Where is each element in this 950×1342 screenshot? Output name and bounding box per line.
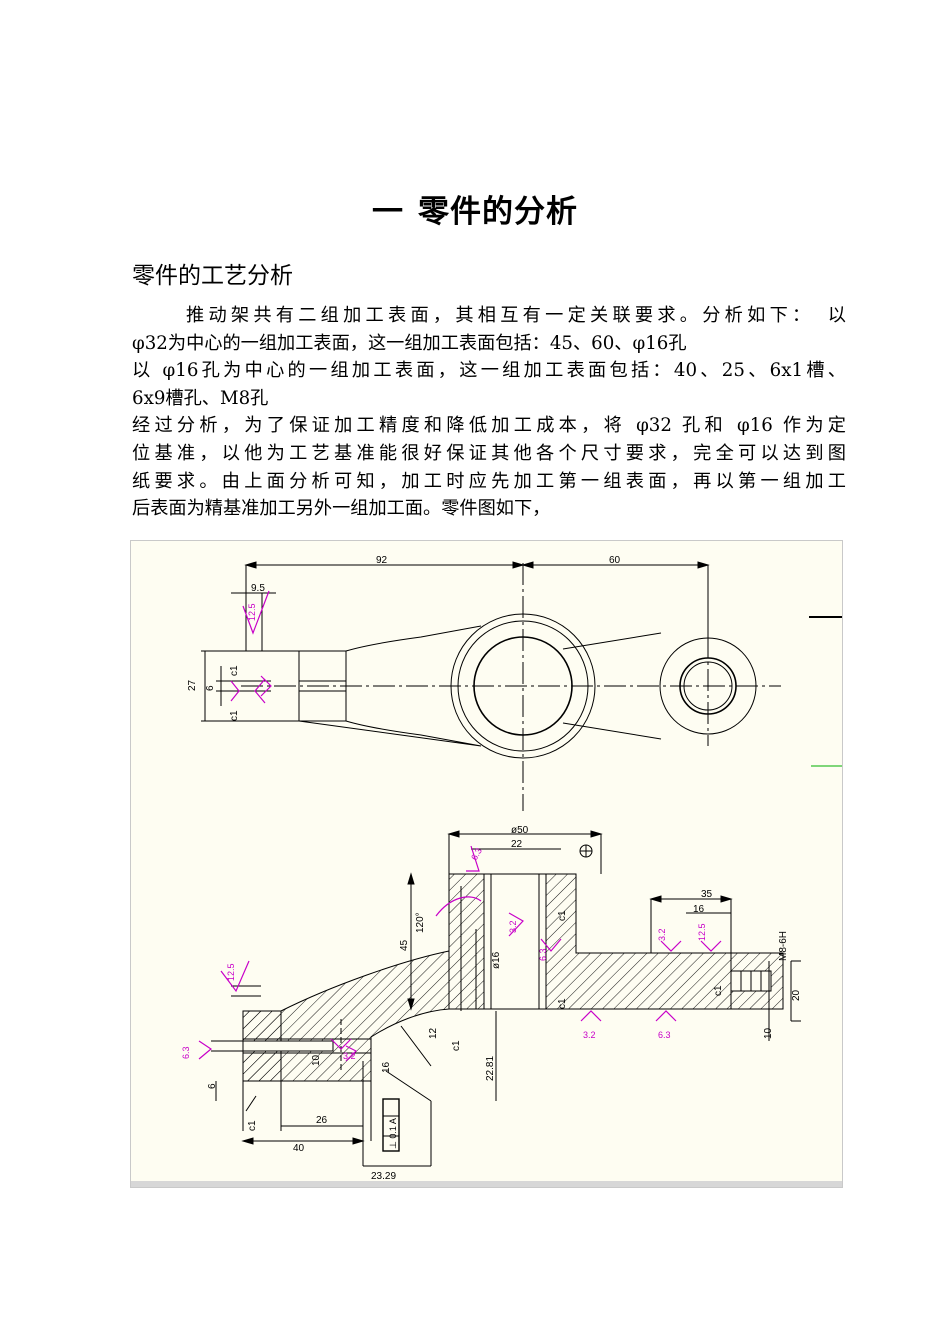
figure-border	[131, 1181, 842, 1187]
bore-phi32	[473, 636, 573, 736]
subsection-heading: 零件的工艺分析	[132, 263, 293, 289]
roughness-symbol: 6.3	[538, 938, 562, 961]
chamfer-c1: c1	[229, 710, 240, 721]
dim-6: 6	[205, 685, 216, 691]
section-title: 零件的分析	[418, 194, 578, 230]
roughness-symbol: 3.2	[508, 912, 524, 937]
dim-22: 22	[511, 839, 523, 850]
svg-text:6.3: 6.3	[538, 948, 548, 961]
dim-23-29: 23.29	[371, 1171, 396, 1182]
roughness-symbol: 12.5	[242, 590, 270, 635]
arm-outline	[298, 625, 482, 747]
paragraph-line: 以 φ16孔为中心的一组加工表面，这一组加工表面包括：40、25、6x1槽、	[132, 360, 846, 382]
paragraph-line: 位基准，以他为工艺基准能很好保证其他各个尺寸要求，完全可以达到图	[132, 442, 846, 464]
dim-35: 35	[701, 889, 713, 900]
dim-45: 45	[399, 939, 410, 951]
dim-10b: 10	[311, 1054, 322, 1066]
paragraph-line: 纸要求。由上面分析可知，加工时应先加工第一组表面，再以第一组加工	[132, 470, 846, 492]
svg-text:6.3: 6.3	[181, 1046, 191, 1059]
dim-phi16: ø16	[491, 951, 502, 969]
paragraph-line: 经过分析，为了保证加工精度和降低加工成本，将 φ32 孔和 φ16 作为定	[132, 415, 846, 437]
bore-phi16	[679, 657, 737, 715]
roughness-symbol: 3.2	[330, 1038, 356, 1061]
chamfer-c1: c1	[229, 665, 240, 676]
roughness-symbol: 12.5	[220, 960, 250, 993]
dim-120deg: 120°	[415, 912, 426, 933]
svg-text:3.2: 3.2	[508, 920, 518, 933]
dim-9-5: 9.5	[251, 583, 265, 594]
svg-text:12.5: 12.5	[226, 963, 236, 981]
dim-26: 26	[316, 1115, 328, 1126]
tolerance-text: ⊥ 0.1 A	[388, 1118, 398, 1149]
dim-6b: 6	[207, 1083, 218, 1089]
roughness-symbol: 6.3	[655, 1010, 677, 1040]
svg-text:6.3: 6.3	[658, 1030, 671, 1040]
roughness-symbol: 6.3	[466, 845, 484, 872]
paragraph-line: 推动架共有二组加工表面，其相互有一定关联要求。分析如下： 以	[186, 305, 846, 326]
roughness-symbol	[230, 678, 266, 704]
paragraph-line: 后表面为精基准加工另外一组加工面。零件图如下，	[132, 498, 551, 520]
dim-40: 40	[293, 1143, 305, 1154]
small-boss	[659, 637, 757, 735]
section-heading: 一零件的分析	[0, 186, 950, 231]
dim-20: 20	[791, 989, 802, 1001]
part-drawing: 92 60 9.5 27 6 ø50 22 35 16 45 ø16 120° …	[130, 540, 843, 1188]
chamfer-c1: c1	[247, 1120, 258, 1131]
tolerance-frame	[382, 1098, 400, 1152]
section-number: 一	[372, 194, 404, 230]
boss-outer	[450, 613, 596, 759]
svg-text:12.5: 12.5	[247, 603, 257, 621]
chamfer-c1: c1	[713, 985, 724, 996]
chamfer-c1: c1	[557, 910, 568, 921]
roughness-symbol: 12.5	[697, 923, 722, 952]
dim-92: 92	[376, 555, 388, 566]
dim-27: 27	[187, 679, 198, 691]
dim-16b: 16	[381, 1061, 392, 1073]
chamfer-c1: c1	[557, 998, 568, 1009]
cad-drawing: 92 60 9.5 27 6 ø50 22 35 16 45 ø16 120° …	[181, 555, 842, 1182]
dim-16: 16	[693, 904, 705, 915]
paragraph-line: 6x9槽孔、M8孔	[132, 387, 269, 409]
roughness-symbol: 3.2	[580, 1010, 602, 1040]
dim-phi50: ø50	[511, 825, 529, 836]
dim-10: 10	[763, 1027, 774, 1039]
roughness-symbol: 6.3	[181, 1040, 213, 1060]
angle-arc	[435, 896, 482, 917]
dim-12: 12	[428, 1027, 439, 1039]
dim-m8: M8-6H	[778, 931, 789, 961]
roughness-symbol: 3.2	[657, 928, 682, 952]
chamfer-c1: c1	[451, 1040, 462, 1051]
analysis-paragraph: 推动架共有二组加工表面，其相互有一定关联要求。分析如下： 以 φ32为中心的一组…	[132, 302, 846, 523]
dim-60: 60	[609, 555, 621, 566]
svg-text:3.2: 3.2	[657, 928, 667, 941]
svg-text:3.2: 3.2	[583, 1030, 596, 1040]
paragraph-line: φ32为中心的一组加工表面，这一组加工表面包括：45、60、φ16孔	[132, 332, 687, 354]
svg-text:12.5: 12.5	[697, 923, 707, 941]
svg-text:3.2: 3.2	[343, 1051, 356, 1061]
dim-22-81: 22.81	[485, 1056, 496, 1081]
bore-section	[483, 873, 547, 1010]
